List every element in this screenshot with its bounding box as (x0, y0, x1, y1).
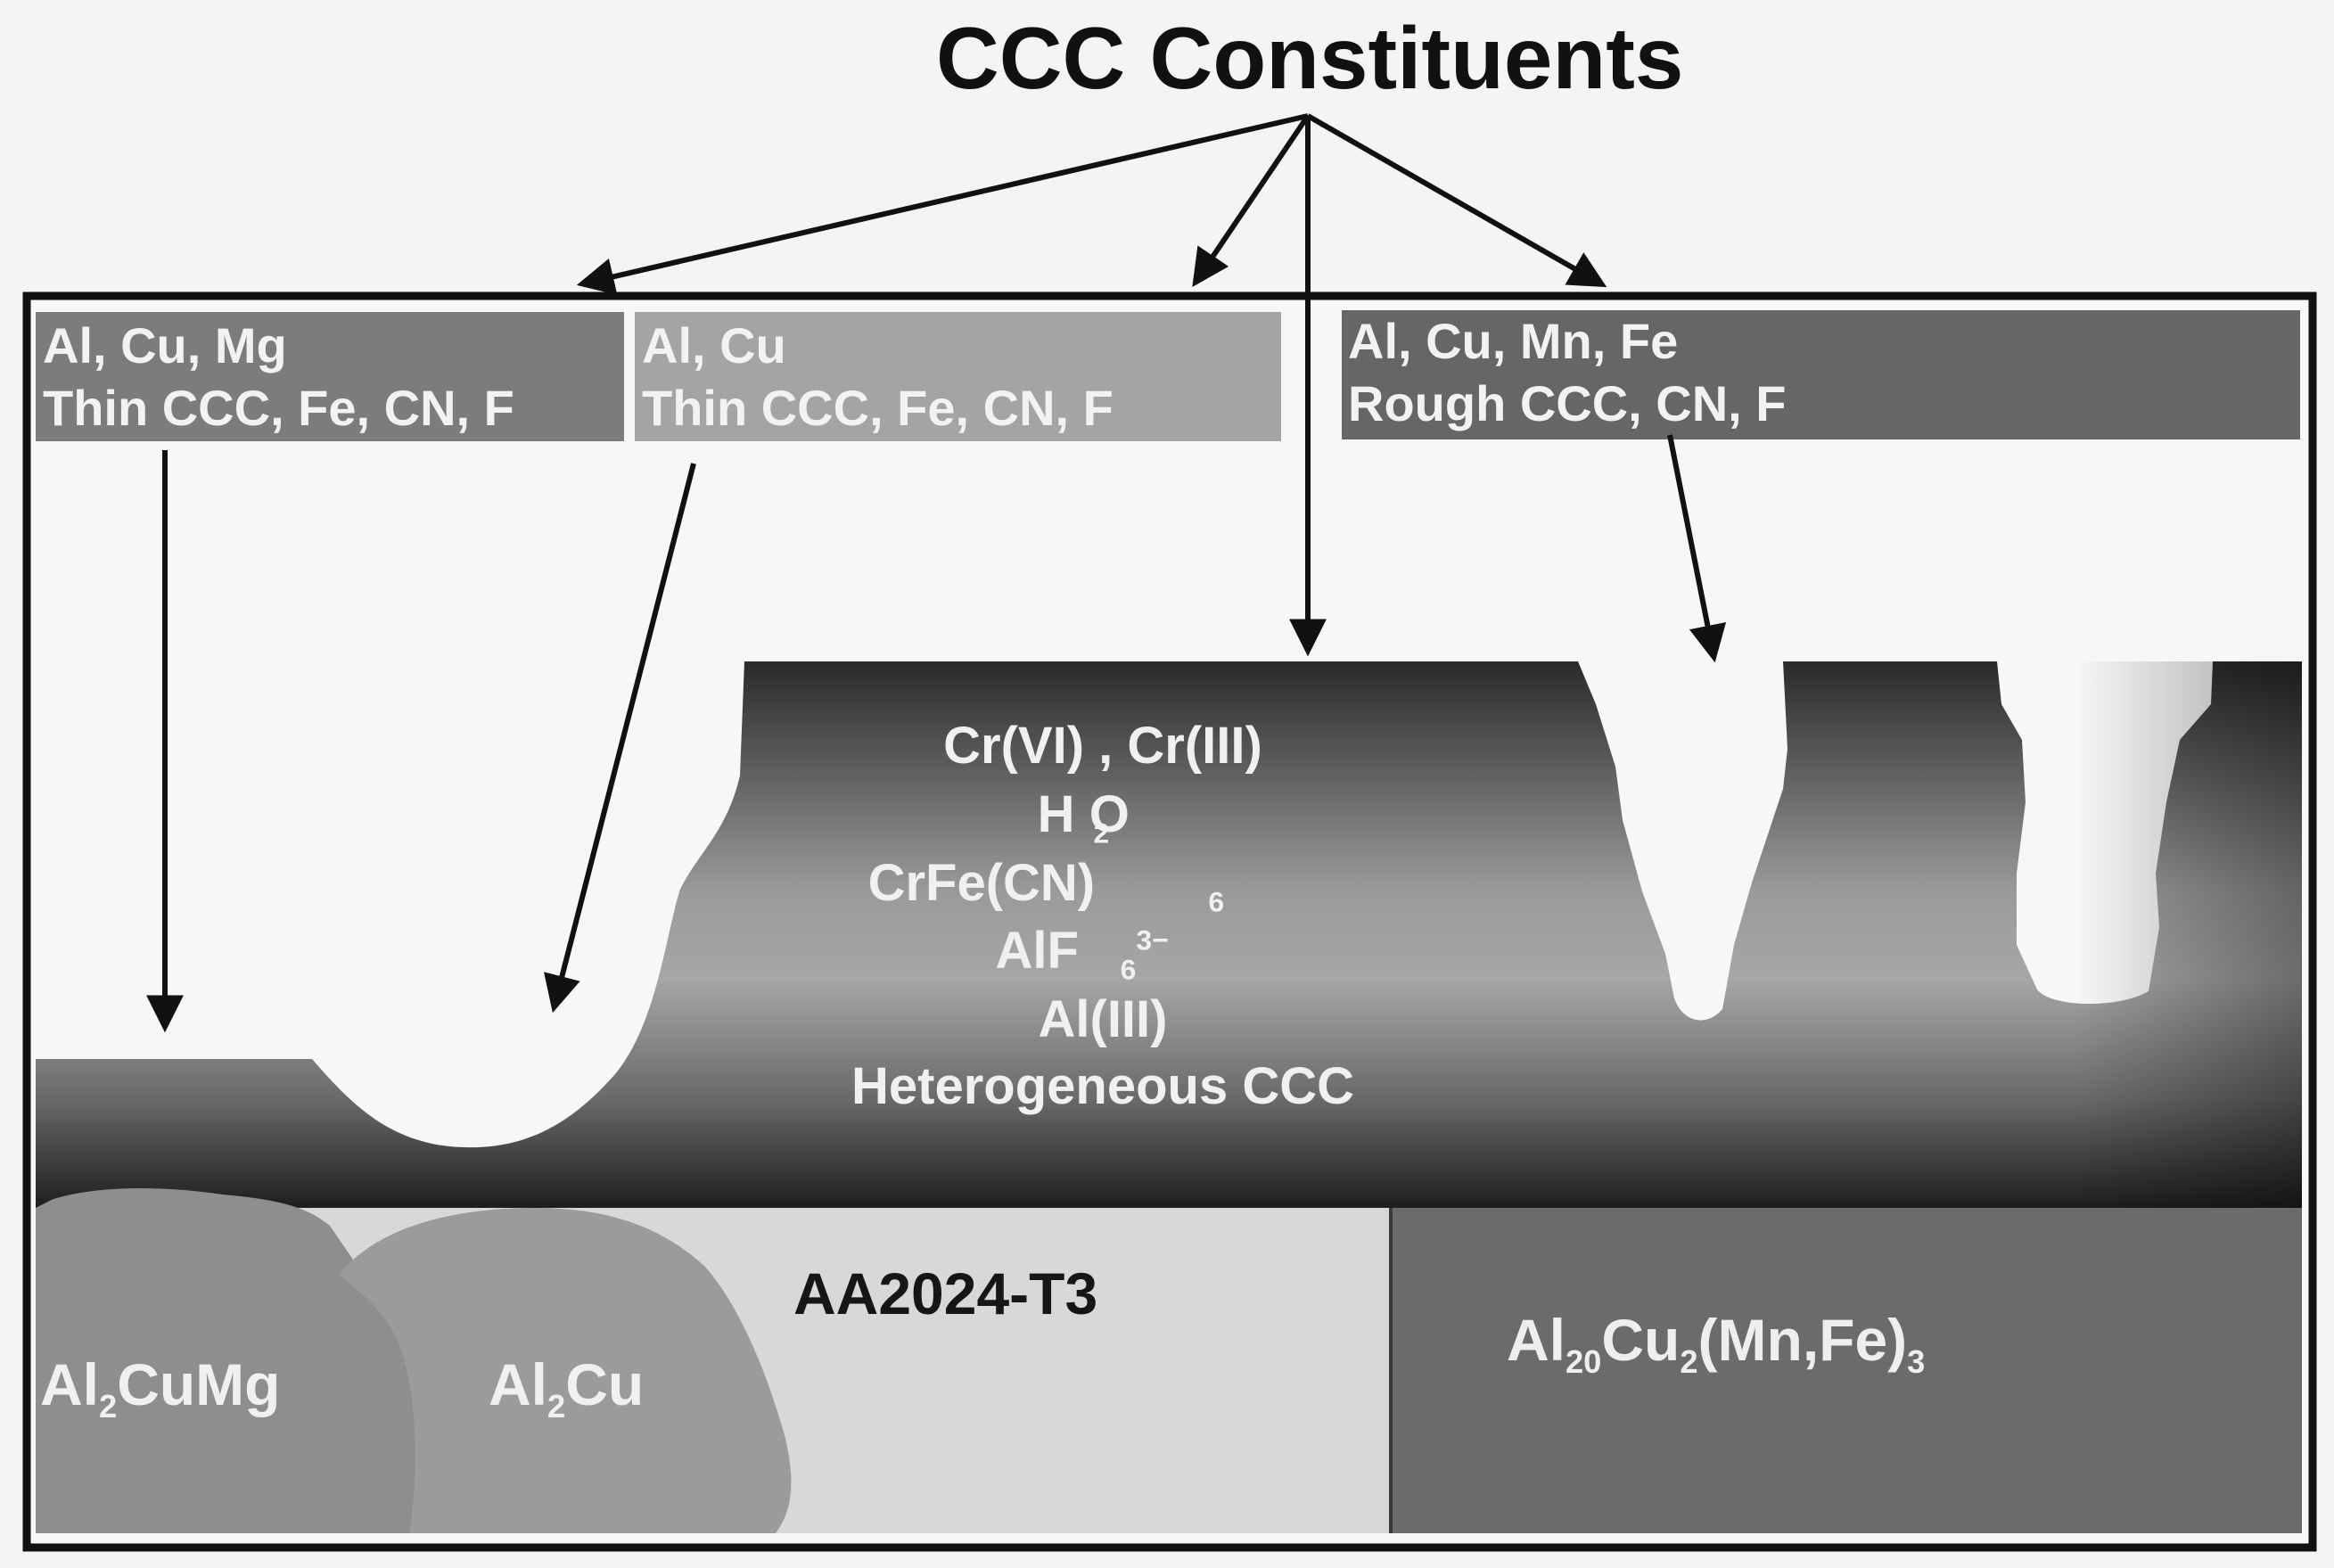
mn-fe-phase-label: Al20Cu2(Mn,Fe)3 (1507, 1307, 1926, 1381)
band-al-cu-mn-fe (1342, 310, 2300, 439)
band-al-cu-elements: Al, Cu (642, 317, 786, 374)
arrow-title-to-band-al-cu (1192, 114, 1311, 287)
diagram-title: CCC Constituents (936, 9, 1684, 107)
constituent-arrows (146, 113, 1727, 1033)
band-al-cu-mg-elements: Al, Cu, Mg (43, 317, 287, 374)
s-phase-label: Al2CuMg (40, 1351, 281, 1425)
s-phase-particle (36, 1188, 416, 1533)
coating-edge-shade (36, 661, 2302, 1208)
alloy-label: AA2024-T3 (793, 1260, 1098, 1326)
theta-phase-particle (339, 1208, 792, 1533)
band-al-cu-mg-species: Thin CCC, Fe, CN, F (43, 380, 514, 436)
arrow-band-to-theta-phase (544, 463, 696, 1014)
band-al-cu (635, 312, 1281, 441)
band-al-cu-mn-fe-elements: Al, Cu, Mn, Fe (1348, 313, 1679, 369)
band-al-cu-mn-fe-species: Rough CCC, CN, F (1348, 375, 1787, 431)
theta-phase-label: Al2Cu (489, 1351, 645, 1425)
band-al-cu-species: Thin CCC, Fe, CN, F (642, 380, 1114, 436)
band-al-cu-mg (36, 312, 624, 441)
mn-fe-particle-region (1391, 1208, 2302, 1533)
arrow-band-to-mn-fe-pit (1667, 434, 1727, 663)
arrow-title-to-band-al-cu-mg (576, 113, 1309, 295)
arrow-title-to-band-al-cu-mn-fe (1306, 113, 1607, 288)
